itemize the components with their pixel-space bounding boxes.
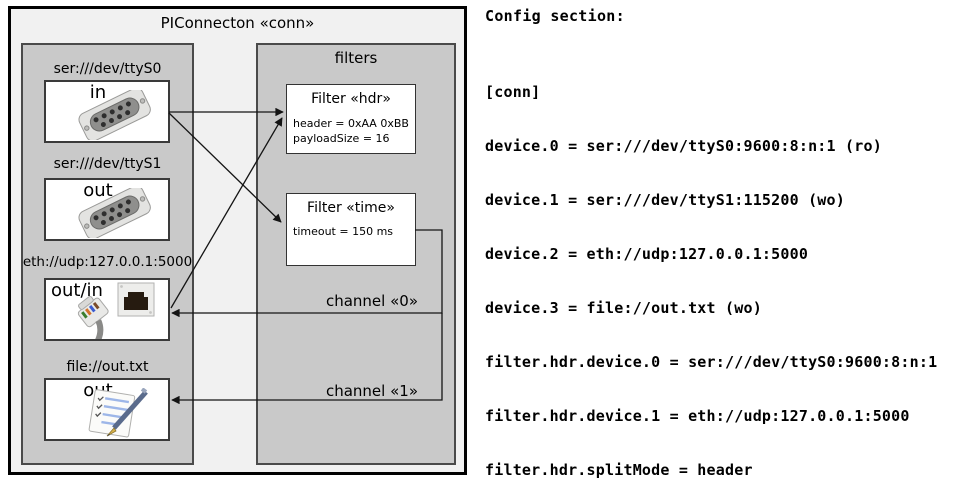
port-label: out — [83, 180, 113, 201]
device-uri-label: ser:///dev/ttyS1 — [53, 156, 162, 172]
filter-prop: timeout = 150 ms — [293, 225, 394, 238]
filter-title: Filter «time» — [307, 200, 395, 216]
filter-prop: payloadSize = 16 — [293, 132, 390, 145]
device-uri-label: ser:///dev/ttyS0 — [53, 61, 162, 77]
config-line: filter.hdr.device.1 = eth://udp:127.0.0.… — [485, 407, 910, 425]
config-section: Config section: [conn] device.0 = ser://… — [485, 0, 964, 484]
filter-properties: timeout = 150 ms — [293, 224, 393, 239]
filters-panel-title: filters — [334, 49, 378, 67]
filter-properties: header = 0xAA 0xBB payloadSize = 16 — [293, 116, 409, 146]
device-box-eth: out/in — [44, 278, 170, 341]
device-box-ttys1: out — [44, 178, 170, 241]
filter-prop: header = 0xAA 0xBB — [293, 117, 409, 130]
config-heading: Config section: — [485, 7, 625, 25]
filter-title: Filter «hdr» — [311, 91, 391, 107]
config-line: [conn] — [485, 83, 541, 101]
config-lines: [conn] device.0 = ser:///dev/ttyS0:9600:… — [485, 47, 947, 484]
config-line: filter.hdr.device.0 = ser:///dev/ttyS0:9… — [485, 353, 938, 371]
device-uri-label: file://out.txt — [66, 359, 149, 375]
port-label: out — [83, 380, 113, 401]
channel-1-label: channel «1» — [325, 382, 418, 400]
filter-hdr-box: Filter «hdr» header = 0xAA 0xBB payloadS… — [286, 84, 416, 154]
config-line: device.3 = file://out.txt (wo) — [485, 299, 762, 317]
device-box-ttys0: in — [44, 80, 170, 143]
config-line: device.2 = eth://udp:127.0.0.1:5000 — [485, 245, 809, 263]
port-label: in — [89, 82, 107, 103]
config-line: device.1 = ser:///dev/ttyS1:115200 (wo) — [485, 191, 845, 209]
devices-panel: ser:///dev/ttyS0 in — [21, 43, 194, 465]
filters-panel: filters Filter «hdr» header = 0xAA 0xBB … — [256, 43, 456, 465]
diagram-title: PIConnecton «conn» — [160, 14, 315, 32]
piconnector-diagram: PIConnecton «conn» ser:///dev/ttyS0 in — [8, 6, 467, 475]
device-uri-label: eth://udp:127.0.0.1:5000 — [22, 254, 193, 270]
channel-0-label: channel «0» — [325, 292, 418, 310]
config-line: device.0 = ser:///dev/ttyS0:9600:8:n:1 (… — [485, 137, 882, 155]
device-box-file: out — [44, 378, 170, 441]
config-line: filter.hdr.splitMode = header — [485, 461, 753, 479]
port-label: out/in — [51, 280, 103, 301]
filter-time-box: Filter «time» timeout = 150 ms — [286, 193, 416, 266]
